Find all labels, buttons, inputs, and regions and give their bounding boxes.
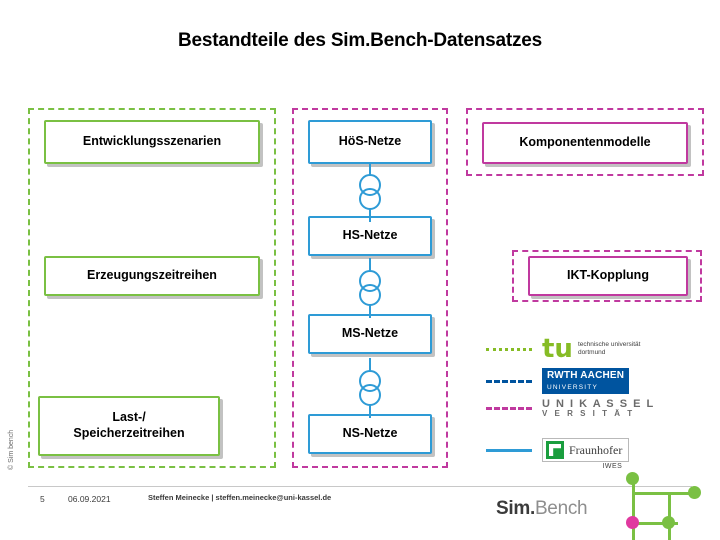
transformer-circle-bottom [359,384,381,406]
logo-row-uni-kassel: U N I K A S S E L V E R S I T Ä T [486,398,655,419]
rwth-line3: UNIVERSITY [547,384,599,391]
box-entwicklungsszenarien[interactable]: Entwicklungsszenarien [44,120,260,164]
transformer-stem-top [369,162,371,176]
node-line-horizontal-2 [632,522,678,525]
node-dot-green-2 [688,486,701,499]
fraunhofer-logo: Fraunhofer IWES [542,438,630,470]
box-hoes-netze[interactable]: HöS-Netze [308,120,432,164]
footer-page-number: 5 [40,494,45,504]
group-frame-ikt [512,250,702,302]
transformer-stem-bottom [369,304,371,318]
transformer-stem-bottom [369,404,371,418]
box-komponentenmodelle[interactable]: Komponentenmodelle [482,122,688,164]
box-hs-netze[interactable]: HS-Netze [308,216,432,256]
box-ikt-kopplung[interactable]: IKT-Kopplung [528,256,688,296]
rwth-line1: RWTH [547,370,578,381]
page-title: Bestandteile des Sim.Bench-Datensatzes [177,30,543,51]
legend-line-uni-kassel [486,406,532,410]
kassel-line1: U N I K A S S E L [542,398,655,410]
rwth-logo: RWTH AACHEN UNIVERSITY [542,368,630,394]
box-last-speicherzeitreihen[interactable]: Last-/ Speicherzeitreihen [38,396,220,456]
legend-line-tu-dortmund [486,347,532,351]
group-frame-netze [292,108,448,468]
simbench-wordmark-bench: Bench [534,498,588,519]
node-dot-green-3 [662,516,675,529]
group-frame-komponentenmodelle [466,108,704,176]
transformer-icon-hs-ms [353,258,387,318]
transformer-stem-top [369,358,371,372]
node-dot-magenta-1 [626,516,639,529]
tu-dortmund-text: technische universität dortmund [578,341,641,357]
legend-line-rwth [486,379,532,383]
tu-line1: technische universität [577,340,641,348]
transformer-circle-bottom [359,188,381,210]
fraunhofer-text: Fraunhofer [569,442,623,457]
kassel-line2: V E R S I T Ä T [542,409,635,419]
legend-line-fraunhofer [486,448,532,452]
simbench-wordmark-sim: Sim. [496,498,535,519]
logo-row-rwth: RWTH AACHEN UNIVERSITY [486,368,630,394]
transformer-stem-top [369,258,371,272]
sidebar-copyright: © Sim bench [8,429,15,470]
group-frame-zeitreihen [28,108,276,468]
box-erzeugungszeitreihen[interactable]: Erzeugungszeitreihen [44,256,260,296]
fraunhofer-institute-sub: IWES [602,463,623,470]
footer-divider [28,486,692,487]
uni-kassel-logo: U N I K A S S E L V E R S I T Ä T [542,398,655,419]
node-dot-green-1 [626,472,639,485]
node-line-vertical-1 [632,478,635,540]
footer-author: Steffen Meinecke | steffen.meinecke@uni-… [148,493,332,502]
transformer-icon-ms-ns [353,358,387,418]
footer-date: 06.09.2021 [68,494,111,504]
logo-row-tu-dortmund: tu technische universität dortmund [486,336,640,362]
tu-dortmund-logo: tu technische universität dortmund [542,336,640,362]
simbench-wordmark: Sim.Bench [496,498,588,520]
tu-line2: dortmund [577,349,606,356]
box-ns-netze[interactable]: NS-Netze [308,414,432,454]
node-line-horizontal-1 [632,492,694,495]
fraunhofer-mark-icon [546,441,564,459]
rwth-line2: AACHEN [580,370,625,381]
transformer-stem-bottom [369,208,371,222]
decorative-node-graphic [612,470,716,540]
logo-row-fraunhofer: Fraunhofer IWES [486,438,630,470]
transformer-circle-bottom [359,284,381,306]
tu-mark: tu [542,334,573,364]
transformer-icon-hoes-hs [353,162,387,222]
box-ms-netze[interactable]: MS-Netze [308,314,432,354]
